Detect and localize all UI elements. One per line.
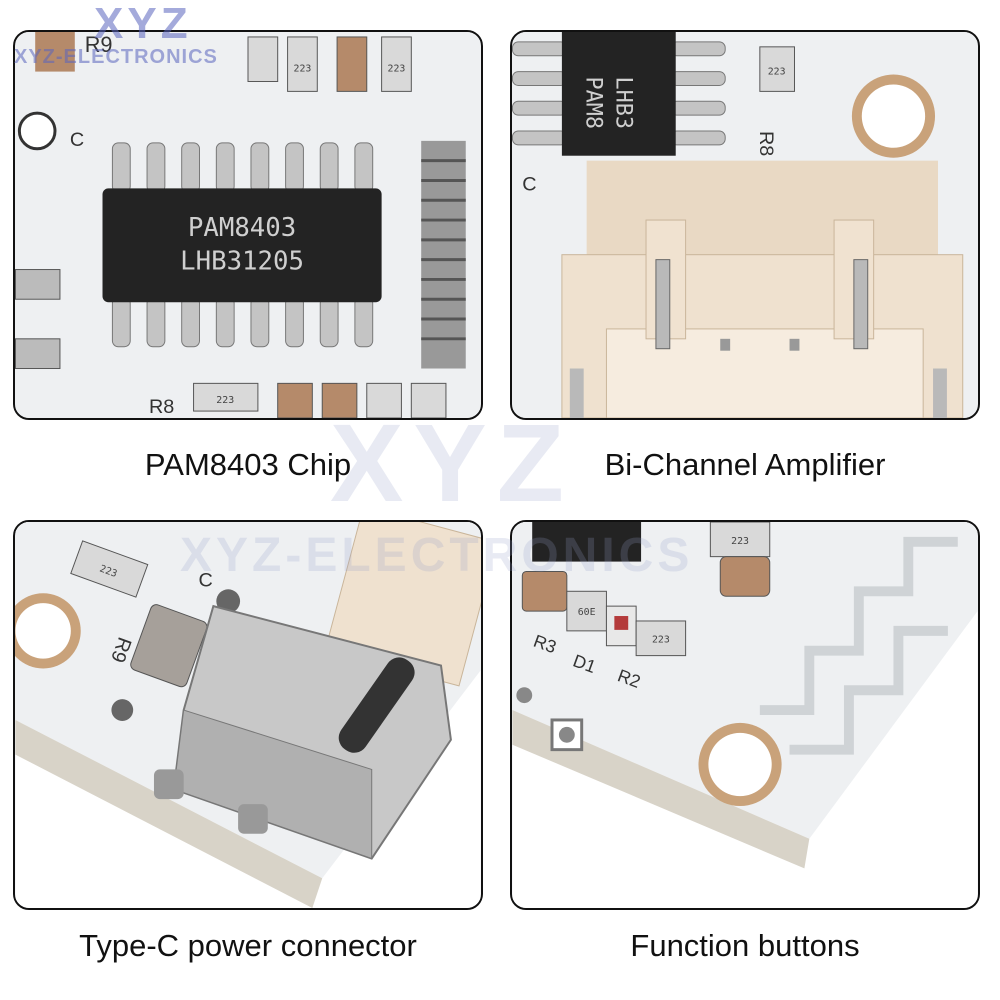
pam8403-photo: 223 223 R9 C PAM8 xyxy=(15,32,481,418)
watermark-brand: XYZ xyxy=(94,0,192,48)
label-c: C xyxy=(70,129,84,151)
chip-marking-line1: PAM8 xyxy=(581,77,606,129)
chip-marking-line1: PAM8403 xyxy=(188,213,296,243)
label-c: C xyxy=(199,569,213,591)
label-r8: R8 xyxy=(755,131,777,156)
panel-type-c-connector: 223 R9 C xyxy=(13,520,483,910)
resistor-code: 223 xyxy=(768,67,786,78)
resistor-code: 223 xyxy=(388,64,406,75)
watermark-logo: XYZ XYZ-ELECTRONICS xyxy=(14,0,304,69)
watermark-center-brand: XYZ xyxy=(330,402,574,525)
amplifier-photo: PAM8 LHB3 223 R8 C xyxy=(512,32,978,418)
caption-type-c-connector: Type-C power connector xyxy=(79,928,417,963)
label-c: C xyxy=(522,173,536,195)
chip-marking-line2: LHB3 xyxy=(610,77,635,129)
resistor-code: 60E xyxy=(578,607,596,618)
label-r8: R8 xyxy=(149,396,174,418)
resistor-code: 223 xyxy=(216,395,234,406)
amplifier-chip xyxy=(561,32,676,156)
resistor-code: 223 xyxy=(652,635,670,646)
resistor-code: 223 xyxy=(294,64,312,75)
chip-marking-line2: LHB31205 xyxy=(180,247,304,277)
watermark-sub: XYZ-ELECTRONICS xyxy=(14,46,218,68)
function-buttons-photo: 60E 223 223 R3 D1 R2 xyxy=(512,522,978,908)
panel-bi-channel-amplifier: PAM8 LHB3 223 R8 C xyxy=(510,30,980,420)
type-c-photo: 223 R9 C xyxy=(15,522,481,908)
panel-pam8403-chip: 223 223 R9 C PAM8 xyxy=(13,30,483,420)
label-r9: R9 xyxy=(85,32,113,57)
caption-function-buttons: Function buttons xyxy=(630,928,860,963)
panel-function-buttons: 60E 223 223 R3 D1 R2 xyxy=(510,520,980,910)
caption-pam8403-chip: PAM8403 Chip xyxy=(144,447,352,482)
caption-bi-channel-amplifier: Bi-Channel Amplifier xyxy=(604,447,886,482)
pam8403-chip xyxy=(102,188,382,303)
resistor-code: 223 xyxy=(731,536,749,547)
watermark-center-sub: XYZ-ELECTRONICS xyxy=(180,529,694,582)
type-c-port xyxy=(153,604,452,860)
